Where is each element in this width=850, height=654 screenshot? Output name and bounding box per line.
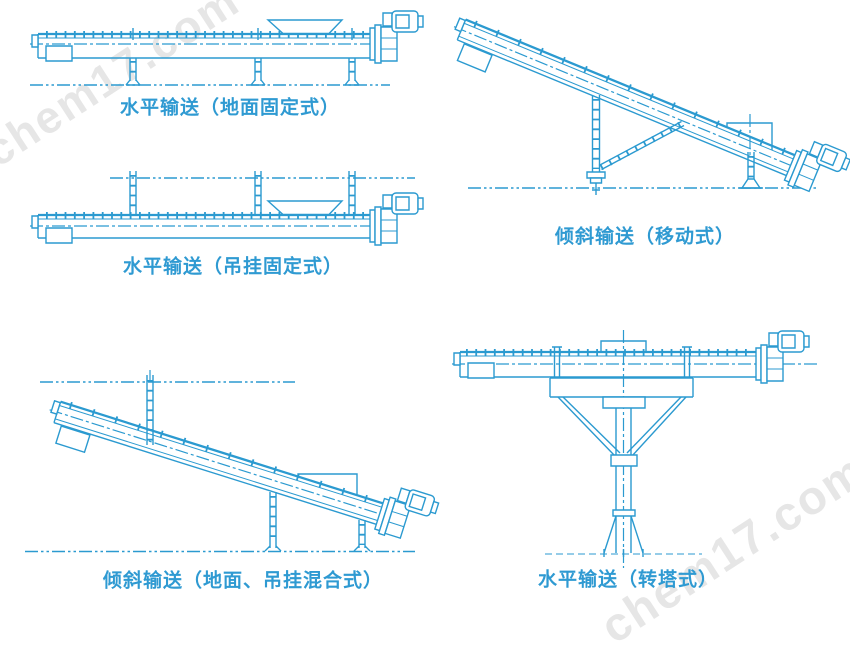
hopper [268, 20, 342, 34]
discharge-spout [457, 44, 492, 72]
conveyor-diagrams-svg [0, 0, 850, 626]
caption-horizontal-ground-fixed: 水平输送（地面固定式） [119, 97, 341, 119]
diagram-inclined-ground-hanging-hybrid [25, 370, 441, 558]
inclined-tube [443, 0, 850, 204]
drive-motor [782, 134, 850, 204]
caption-inclined-mobile: 倾斜输送（移动式） [554, 226, 736, 248]
hanger-rods [130, 171, 355, 215]
inclined-tube [41, 378, 441, 549]
discharge-spout [56, 426, 90, 452]
diagram-horizontal-ground-fixed [30, 10, 424, 85]
hopper [727, 114, 772, 158]
hopper [268, 201, 342, 215]
diagram-horizontal-hanging-fixed [30, 171, 424, 246]
drive-motor [373, 481, 441, 549]
drive-motor [755, 330, 810, 384]
hopper [298, 474, 357, 495]
ground-posts [265, 492, 370, 551]
support-foot [739, 152, 763, 188]
drive-motor [369, 10, 424, 64]
turret-column [545, 378, 702, 557]
mast [587, 95, 605, 195]
feed-inlet [601, 341, 646, 352]
drive-motor [369, 192, 424, 246]
caption-horizontal-hanging-fixed: 水平输送（吊挂固定式） [122, 256, 344, 278]
diagram-inclined-mobile [443, 0, 850, 204]
caption-inclined-ground-hanging-hybrid: 倾斜输送（地面、吊挂混合式） [102, 570, 384, 592]
diagram-horizontal-turret [452, 330, 818, 568]
brace [599, 122, 684, 170]
caption-horizontal-turret: 水平输送（转塔式） [537, 569, 719, 591]
